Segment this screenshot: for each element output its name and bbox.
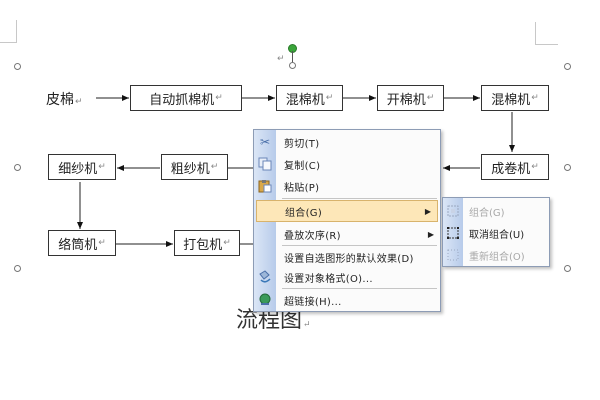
node-auto-bale-opener[interactable]: 自动抓棉机↵ bbox=[130, 85, 242, 111]
paragraph-mark: ↵ bbox=[210, 162, 219, 172]
menu-separator bbox=[282, 288, 437, 289]
node-label: 成卷机 bbox=[491, 161, 531, 177]
menu-item-format-object[interactable]: 设置对象格式(O)... bbox=[254, 266, 440, 288]
selection-handle-top-left[interactable] bbox=[14, 63, 21, 70]
paste-icon bbox=[257, 178, 273, 194]
paragraph-mark: ↵ bbox=[531, 162, 539, 172]
paragraph-mark: ↵ bbox=[215, 93, 223, 103]
node-winder[interactable]: 络筒机↵ bbox=[48, 230, 116, 256]
node-label: 混棉机 bbox=[491, 92, 531, 108]
node-opener[interactable]: 开棉机↵ bbox=[377, 85, 444, 111]
scissors-icon: ✂ bbox=[259, 135, 271, 149]
submenu-item-ungroup[interactable]: 取消组合(U) bbox=[443, 222, 549, 244]
node-label: 开棉机 bbox=[386, 92, 426, 108]
context-menu: ✂ 剪切(T) 复制(C) 粘贴(P) 组合(G) ▶ 叠放次序(R) ▶ 设置… bbox=[253, 129, 441, 312]
paragraph-mark: ↵ bbox=[303, 320, 311, 330]
selection-handle-middle-left[interactable] bbox=[14, 164, 21, 171]
submenu-item-regroup[interactable]: 重新组合(O) bbox=[443, 244, 549, 266]
paragraph-mark: ↵ bbox=[75, 97, 83, 107]
node-lap-former[interactable]: 成卷机↵ bbox=[481, 154, 549, 180]
submenu-arrow-icon: ▶ bbox=[427, 229, 434, 239]
menu-item-copy[interactable]: 复制(C) bbox=[254, 153, 440, 175]
ungroup-icon bbox=[446, 226, 460, 240]
node-baler[interactable]: 打包机↵ bbox=[174, 230, 240, 256]
node-mixer-2[interactable]: 混棉机↵ bbox=[481, 85, 549, 111]
node-roving-frame[interactable]: 粗纱机↵ bbox=[161, 154, 228, 180]
menu-item-paste[interactable]: 粘贴(P) bbox=[254, 175, 440, 197]
node-label: 络筒机 bbox=[58, 237, 98, 253]
document-title: 流程图↵ bbox=[236, 302, 311, 334]
node-label: 细纱机 bbox=[58, 161, 98, 177]
paragraph-mark: ↵ bbox=[223, 238, 231, 248]
paragraph-mark: ↵ bbox=[325, 93, 334, 103]
menu-item-hyperlink[interactable]: 超链接(H)... bbox=[254, 289, 440, 311]
format-object-icon bbox=[257, 269, 273, 285]
menu-separator bbox=[282, 245, 437, 246]
group-submenu: 组合(G) 取消组合(U) 重新组合(O) bbox=[442, 197, 550, 267]
node-label: 自动抓棉机 bbox=[149, 92, 215, 108]
rotation-handle-stem bbox=[292, 51, 293, 63]
node-spinning-frame[interactable]: 细纱机↵ bbox=[48, 154, 116, 180]
node-label: 粗纱机 bbox=[170, 161, 210, 177]
paragraph-mark: ↵ bbox=[531, 93, 539, 103]
paragraph-mark: ↵ bbox=[426, 93, 435, 103]
selection-handle-top-center[interactable] bbox=[289, 62, 296, 69]
menu-item-group[interactable]: 组合(G) ▶ bbox=[256, 200, 438, 222]
submenu-arrow-icon: ▶ bbox=[424, 206, 431, 216]
selection-handle-bottom-right[interactable] bbox=[564, 265, 571, 272]
node-mixer-1[interactable]: 混棉机↵ bbox=[276, 85, 343, 111]
node-label: 混棉机 bbox=[285, 92, 325, 108]
selection-handle-top-right[interactable] bbox=[564, 63, 571, 70]
paragraph-mark: ↵ bbox=[277, 54, 285, 64]
selection-handle-middle-right[interactable] bbox=[564, 164, 571, 171]
paragraph-mark: ↵ bbox=[98, 238, 106, 248]
selection-handle-bottom-left[interactable] bbox=[14, 265, 21, 272]
title-text: 流程图 bbox=[236, 308, 303, 333]
source-label: 皮棉↵ bbox=[46, 89, 83, 109]
hyperlink-icon bbox=[257, 292, 273, 308]
submenu-item-group[interactable]: 组合(G) bbox=[443, 200, 549, 222]
menu-item-cut[interactable]: ✂ 剪切(T) bbox=[254, 131, 440, 153]
page-corner-top-right bbox=[535, 22, 558, 45]
menu-item-default-effect[interactable]: 设置自选图形的默认效果(D) bbox=[284, 253, 414, 265]
page-corner-top-left bbox=[0, 20, 17, 43]
copy-icon bbox=[257, 156, 273, 172]
paragraph-mark: ↵ bbox=[98, 162, 106, 172]
source-label-text: 皮棉 bbox=[46, 92, 74, 108]
menu-separator bbox=[282, 198, 437, 199]
group-icon bbox=[446, 204, 460, 218]
regroup-icon bbox=[446, 248, 460, 262]
node-label: 打包机 bbox=[183, 237, 223, 253]
menu-item-order[interactable]: 叠放次序(R) ▶ bbox=[284, 229, 434, 242]
